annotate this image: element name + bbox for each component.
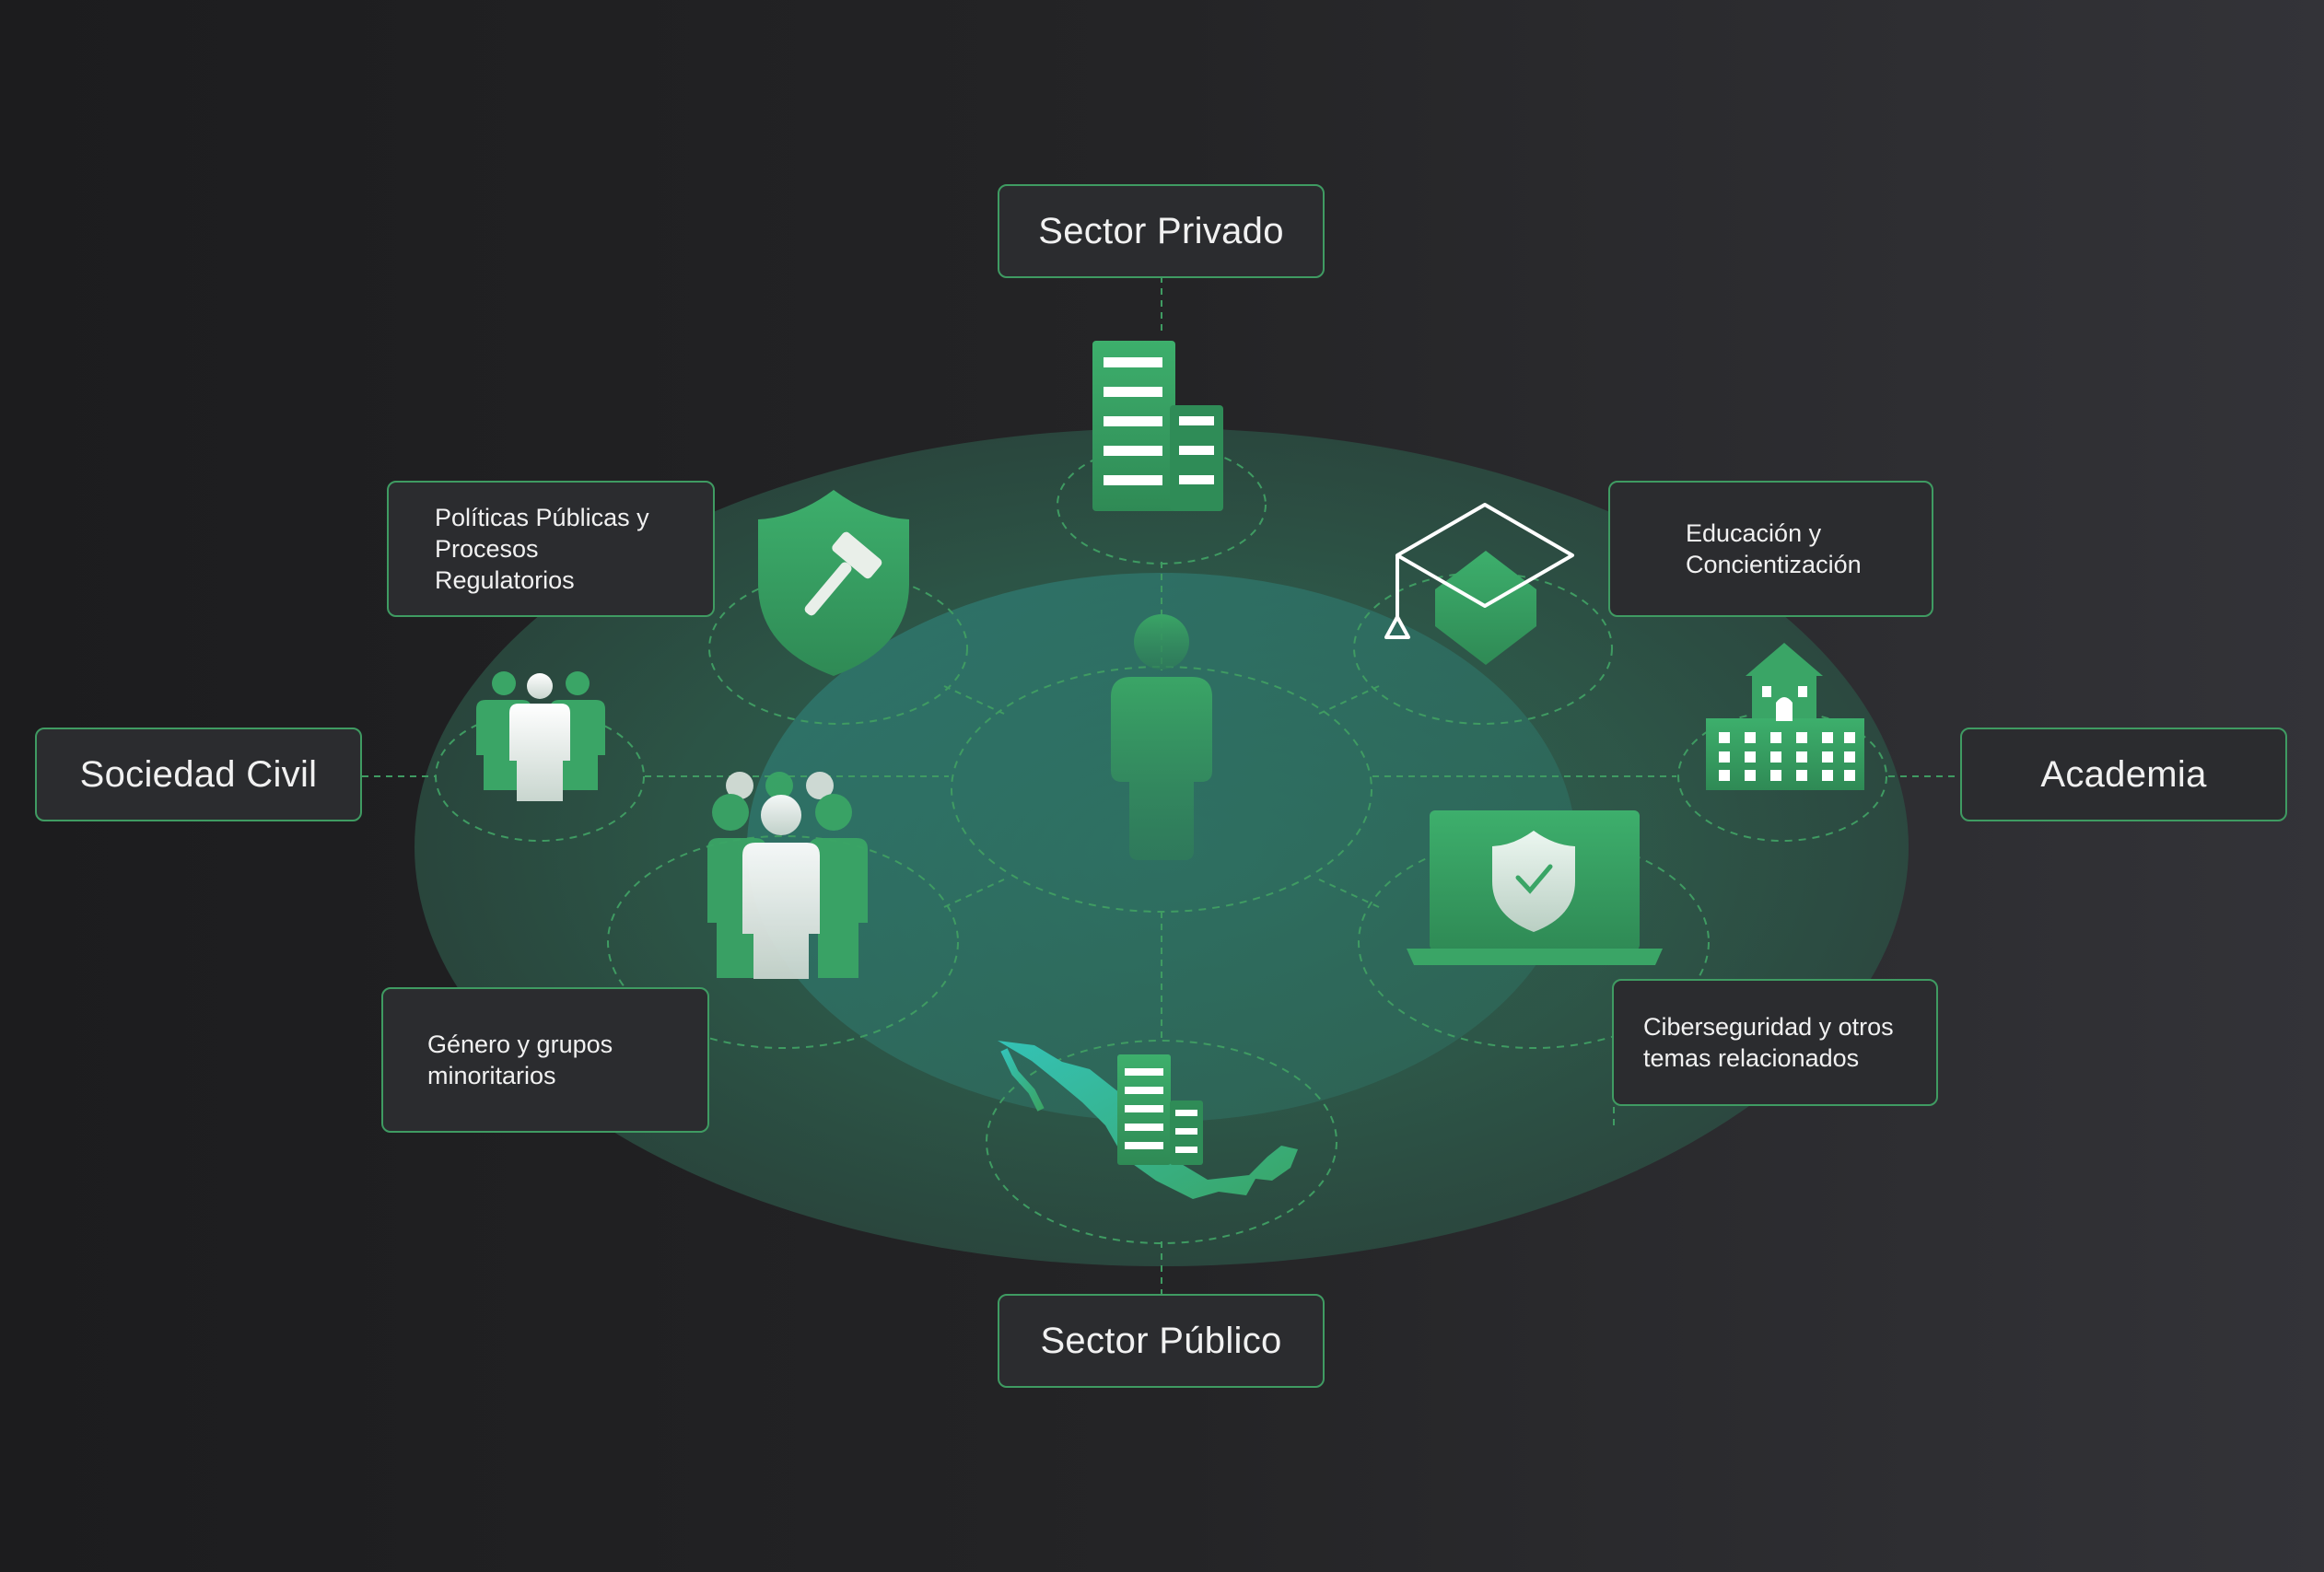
sociedad-civil-label: Sociedad Civil bbox=[35, 728, 362, 821]
node-ring-genero bbox=[607, 835, 959, 1049]
people-group-icon bbox=[476, 671, 605, 801]
topic-genero-label: Género y grupos minoritarios bbox=[381, 987, 709, 1133]
sector-privado-label: Sector Privado bbox=[998, 184, 1325, 278]
university-building-icon bbox=[1706, 643, 1864, 790]
office-buildings-icon bbox=[1092, 341, 1223, 511]
crowd-icon bbox=[707, 772, 868, 979]
topic-educacion-line-1: Educación y bbox=[1686, 519, 1822, 547]
topic-ciberseguridad-line-2: temas relacionados bbox=[1643, 1044, 1860, 1072]
laptop-shield-icon bbox=[1407, 810, 1663, 965]
topic-politicas-line-3: Regulatorios bbox=[435, 566, 575, 594]
person-icon bbox=[1111, 614, 1212, 860]
node-ring-center bbox=[951, 666, 1372, 913]
topic-politicas-label: Políticas Públicas y Procesos Regulatori… bbox=[387, 481, 715, 617]
academia-label: Academia bbox=[1960, 728, 2287, 821]
topic-educacion-label: Educación y Concientización bbox=[1608, 481, 1933, 617]
node-ring-ciberseguridad bbox=[1358, 835, 1710, 1049]
sector-publico-label: Sector Público bbox=[998, 1294, 1325, 1388]
topic-politicas-line-1: Políticas Públicas y bbox=[435, 504, 649, 531]
node-ring-publico bbox=[986, 1040, 1337, 1244]
shield-gavel-icon bbox=[758, 490, 909, 676]
topic-ciberseguridad-line-1: Ciberseguridad y otros bbox=[1643, 1013, 1894, 1041]
topic-ciberseguridad-label: Ciberseguridad y otros temas relacionado… bbox=[1612, 979, 1938, 1106]
topic-politicas-line-2: Procesos bbox=[435, 535, 539, 563]
topic-genero-line-1: Género y grupos bbox=[427, 1031, 613, 1058]
mexico-map-buildings-icon bbox=[998, 1041, 1298, 1199]
topic-genero-line-2: minoritarios bbox=[427, 1062, 556, 1089]
graduation-cap-icon bbox=[1384, 503, 1574, 665]
topic-educacion-line-2: Concientización bbox=[1686, 551, 1862, 578]
